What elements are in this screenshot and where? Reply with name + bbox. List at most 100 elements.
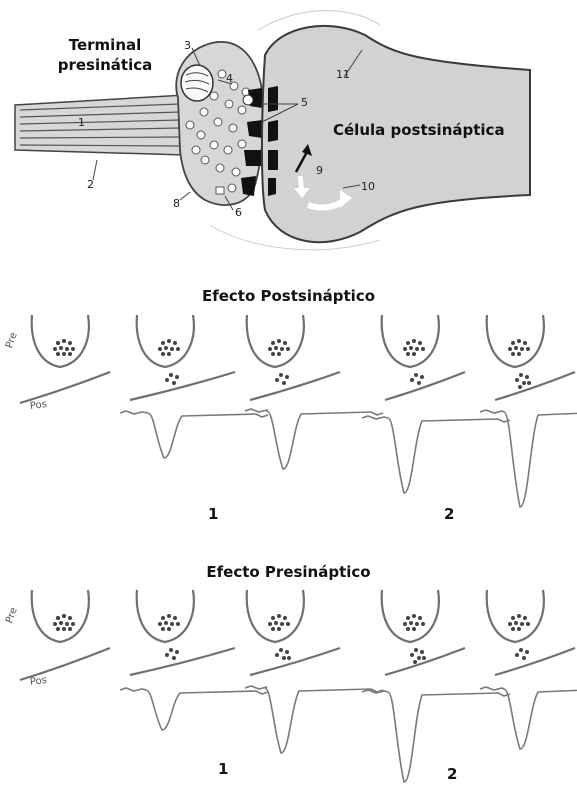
terminal-p1-a-released [169, 373, 173, 377]
postsynaptic-line-p2-d [495, 648, 575, 675]
terminal-p2-c-released [410, 653, 414, 657]
terminal-p1-c-dot [406, 341, 410, 345]
terminal-p2-rest-dot [68, 616, 72, 620]
terminal-p2-b-dot [277, 614, 281, 618]
terminal-p2-a-dot [170, 622, 174, 626]
terminal-p2-a-dot [161, 627, 165, 631]
terminal-p2-rest-dot [56, 616, 60, 620]
terminal-p2-b-released [279, 648, 283, 652]
terminal-p1-b-dot [271, 352, 275, 356]
terminal-p1-a-dot [170, 347, 174, 351]
terminal-p2-rest-dot [53, 622, 57, 626]
terminal-p2-c-released [422, 656, 426, 660]
terminal-p1-b-dot [271, 341, 275, 345]
postsynaptic-line-p1-b [250, 372, 340, 400]
terminal-p1-d-released [525, 375, 529, 379]
terminal-p2-d-released [522, 656, 526, 660]
terminal-p1-b-dot [274, 346, 278, 350]
terminal-p1-d-released [527, 381, 531, 385]
trace-p1-2b [480, 410, 577, 507]
terminal-p2-b-dot [277, 627, 281, 631]
terminal-p1-d-dot [511, 341, 515, 345]
terminal-p1-c-dot [406, 352, 410, 356]
terminal-p1-a-dot [176, 347, 180, 351]
terminal-p2-c-dot [415, 622, 419, 626]
postsynaptic-line-p2-b [250, 648, 340, 675]
terminal-p2-a-released [169, 648, 173, 652]
terminal-p1-a-dot [161, 352, 165, 356]
terminal-p1-rest-dot [62, 339, 66, 343]
terminal-p2-c-dot [409, 621, 413, 625]
terminal-p2-c-released [413, 660, 417, 664]
terminal-p1-d-released [522, 381, 526, 385]
terminal-p1-b-released [282, 381, 286, 385]
postsynaptic-line-p2-rest [20, 648, 110, 680]
terminal-p1-c-released [417, 381, 421, 385]
terminal-p1-a-dot [167, 339, 171, 343]
terminal-p2-b-dot [274, 621, 278, 625]
terminal-p1-a-dot [164, 346, 168, 350]
postsynaptic-line-p1-rest [20, 372, 110, 403]
terminal-p2-rest-dot [71, 622, 75, 626]
terminal-p2-b-released [285, 650, 289, 654]
terminal-p1-a-released [165, 378, 169, 382]
terminal-p1-b-dot [286, 347, 290, 351]
terminal-p2-rest-dot [62, 627, 66, 631]
terminal-p1-a-dot [158, 347, 162, 351]
terminal-p2-d-dot [514, 621, 518, 625]
terminal-p2-rest [32, 590, 89, 642]
terminal-p1-b-dot [268, 347, 272, 351]
terminal-p2-d-dot [517, 614, 521, 618]
terminal-p1-c-dot [412, 339, 416, 343]
terminal-p1-a-dot [161, 341, 165, 345]
terminal-p1-d [487, 315, 544, 367]
terminal-p1-rest-dot [62, 352, 66, 356]
terminal-p1-c-released [410, 378, 414, 382]
terminal-p1-rest-dot [53, 347, 57, 351]
terminal-p1-rest [32, 315, 89, 367]
terminal-p2-a-dot [161, 616, 165, 620]
terminal-p1-c [382, 315, 439, 367]
terminal-p2-c-dot [406, 616, 410, 620]
terminal-p1-b-dot [280, 347, 284, 351]
terminal-p2-d-released [525, 650, 529, 654]
terminal-p2-c-released [417, 656, 421, 660]
terminal-p2-rest-dot [65, 622, 69, 626]
terminal-p1-b-released [279, 373, 283, 377]
trace-p2-1a [120, 688, 268, 730]
trace-p1-1a [120, 411, 268, 458]
terminal-p1-b-dot [277, 339, 281, 343]
terminal-p1-d-dot [523, 341, 527, 345]
terminal-p1-c-released [420, 375, 424, 379]
postsynaptic-line-p2-a [130, 648, 235, 675]
terminal-p1-a-dot [167, 352, 171, 356]
terminal-p1-d-released [518, 385, 522, 389]
terminal-p1-a-released [175, 375, 179, 379]
terminal-p2-c-dot [403, 622, 407, 626]
terminal-p1-c-dot [421, 347, 425, 351]
terminal-p2-d-dot [526, 622, 530, 626]
terminal-p1-d-dot [526, 347, 530, 351]
terminal-p1-rest-dot [68, 341, 72, 345]
terminal-p2-b-dot [268, 622, 272, 626]
trace-p2-2a [362, 690, 510, 782]
terminal-p1-b-dot [283, 341, 287, 345]
terminal-p2-c-released [420, 650, 424, 654]
postsynaptic-line-p2-c [385, 648, 465, 675]
terminal-p1-a [137, 315, 194, 367]
terminal-p2-d-dot [511, 627, 515, 631]
terminal-p1-c-dot [415, 347, 419, 351]
terminal-p2-b-released [287, 656, 291, 660]
terminal-p1-c-released [414, 373, 418, 377]
terminal-p1-rest-dot [71, 347, 75, 351]
terminal-p2-c [382, 590, 439, 642]
terminal-p2-a-dot [164, 621, 168, 625]
terminal-p2-a-released [172, 656, 176, 660]
trace-p2-1b [245, 686, 383, 753]
terminal-p1-d-released [515, 378, 519, 382]
terminal-p2-a-dot [176, 622, 180, 626]
terminal-p1-d-dot [517, 352, 521, 356]
terminal-p2-d-released [515, 653, 519, 657]
terminal-p2-c-dot [421, 622, 425, 626]
